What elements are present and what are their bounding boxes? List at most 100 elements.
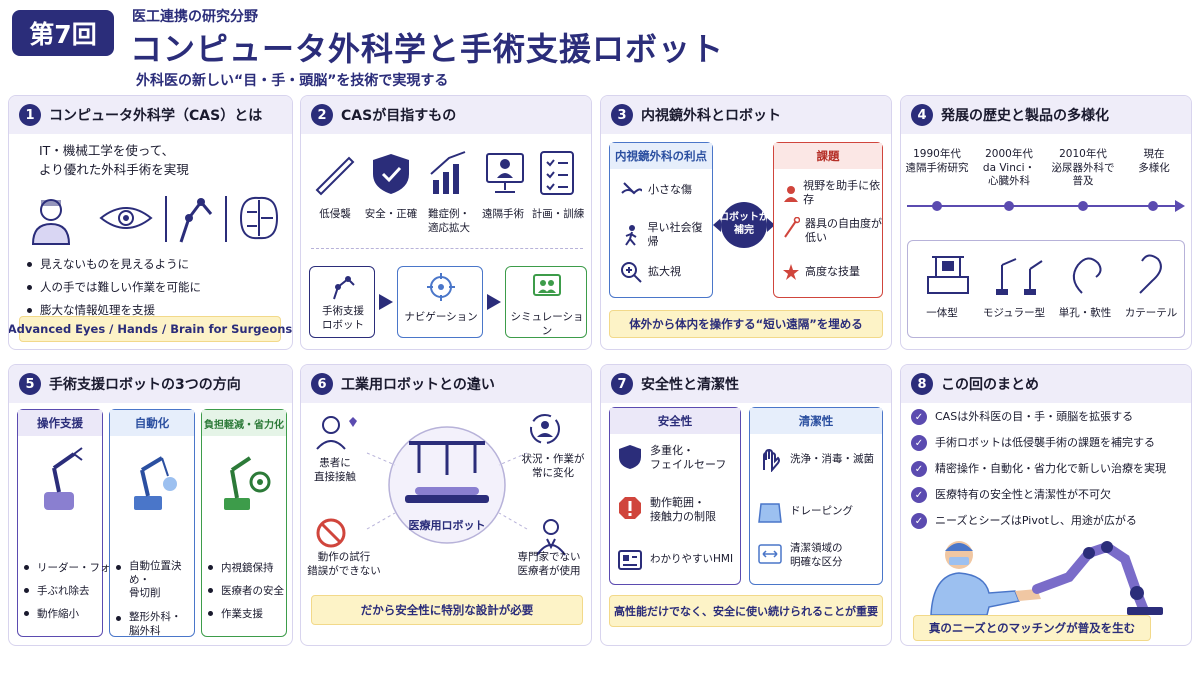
robot-arm-icon: [179, 198, 213, 243]
surgeon-robot-handshake-illustration: [930, 541, 1163, 615]
difference-point: 専門家でない 医療者が使用: [517, 551, 581, 577]
shield-icon: [619, 445, 641, 469]
product-type-label: モジュラー型: [982, 307, 1046, 319]
lecture-badge: 第7回: [12, 10, 114, 56]
section-title: 工業用ロボットとの違い: [341, 377, 495, 393]
product-type-label: 単孔・軟性: [1058, 307, 1112, 319]
direction-item: 自動位置決め・ 骨切削: [116, 560, 196, 601]
direction-item: 内視鏡保持: [208, 560, 284, 575]
target-icon: [427, 273, 455, 301]
catheter-icon: [1139, 254, 1162, 294]
check-icon: ✓: [911, 461, 927, 477]
alert-icon: [619, 497, 641, 519]
glove-icon: [763, 448, 780, 472]
cas-bullet: 人の手では難しい作業を可能に: [27, 279, 201, 295]
direction-operation: 操作支援 リーダー・フォロワー 手ぶれ除去 動作縮小: [17, 409, 142, 637]
timeline-item: 現在 多様化: [1138, 148, 1170, 174]
screen-people-icon: [533, 274, 561, 296]
difference-point: 動作の試行 錯誤ができない: [307, 551, 381, 577]
safety-item: 多重化・ フェイルセーフ: [618, 444, 726, 473]
check-icon: ✓: [911, 487, 927, 503]
advantages-box: 内視鏡外科の利点 小さな傷 早い社会復帰 拡大視: [609, 142, 713, 298]
checklist-icon: [540, 151, 574, 195]
issues-box: 課題 視野を助手に依存 器具の自由度が 低い 高度な技量: [773, 142, 883, 298]
cleanliness-item: 洗浄・消毒・滅菌: [758, 448, 874, 472]
forceps-icon: [784, 217, 800, 238]
drape-icon: [758, 503, 782, 523]
cas-lead-2: より優れた外科手術を実現: [39, 161, 189, 177]
medical-robot-diagram: [316, 414, 566, 556]
direction-item: 作業支援: [208, 606, 284, 621]
section-number: 2: [311, 104, 333, 126]
kicker: 医工連携の研究分野: [132, 9, 258, 25]
robot-complement-label: ロボットが 補完: [719, 212, 769, 236]
issue-item: 視野を助手に依存: [782, 179, 882, 208]
chart-up-icon: [430, 151, 466, 194]
leader-follower-robot-icon: [44, 447, 83, 510]
cas-bullet: 見えないものを見えるように: [27, 256, 201, 272]
cycle-icon: [530, 414, 560, 444]
product-types-box: 一体型 モジュラー型 単孔・軟性 カテーテル: [907, 240, 1185, 338]
goal-label: 計画・訓練: [531, 208, 585, 220]
goal-label: 難症例・ 適応拡大: [428, 208, 470, 234]
summary-banner: 真のニーズとのマッチングが普及を生む: [913, 615, 1151, 641]
goal-label: 安全・正確: [364, 208, 418, 220]
cas-bullet: 膨大な情報処理を支援: [27, 302, 201, 318]
robot-arm-icon: [333, 276, 355, 300]
direction-item: 整形外科・ 脳外科: [116, 611, 196, 638]
difference-point: 状況・作業が 常に変化: [521, 453, 585, 479]
flow-robot: 手術支援 ロボット: [309, 266, 375, 338]
cas-icons: [31, 196, 279, 245]
cleanliness-item: 清潔領域の 明確な区分: [758, 542, 843, 569]
cas-lead-1: IT・機械工学を使って、: [39, 143, 175, 158]
direction-burden-reduction: 負担軽減・省力化 内視鏡保持 医療者の安全 作業支援: [201, 409, 287, 637]
shield-icon: [373, 154, 409, 194]
summary-point: ✓ニーズとシーズはPivotし、用途が広がる: [911, 513, 1137, 529]
goal-label: 低侵襲: [319, 208, 351, 220]
patient-icon: [316, 416, 357, 450]
direction-item: 医療者の安全: [208, 583, 284, 598]
assistant-icon: [784, 186, 798, 203]
magnify-icon: [621, 262, 642, 283]
section-number: 7: [611, 373, 633, 395]
surgeon-icon: [31, 199, 71, 245]
section-title: 発展の歴史と製品の多様化: [941, 108, 1109, 124]
walking-icon: [625, 225, 637, 246]
prohibited-icon: [316, 518, 346, 548]
safety-item: 動作範囲・ 接触力の制限: [618, 496, 716, 525]
arrow-right-icon: [487, 294, 501, 310]
flow-simulation: シミュレーション: [505, 266, 587, 338]
check-icon: ✓: [911, 409, 927, 425]
advantage-item: 小さな傷: [620, 181, 692, 199]
timeline-item: 1990年代 遠隔手術研究: [905, 148, 969, 174]
industrial-banner: だから安全性に特別な設計が必要: [311, 595, 583, 625]
check-icon: ✓: [911, 435, 927, 451]
flow-navigation: ナビゲーション: [397, 266, 483, 338]
summary-point: ✓精密操作・自動化・省力化で新しい治療を実現: [911, 461, 1166, 477]
eye-icon: [99, 207, 153, 229]
section-title: この回のまとめ: [941, 377, 1039, 393]
endoscopic-banner: 体外から体内を操作する“短い遠隔”を埋める: [609, 310, 883, 338]
check-icon: ✓: [911, 513, 927, 529]
zone-arrows-icon: [758, 544, 782, 564]
safety-item: わかりやすいHMI: [618, 548, 733, 572]
robot-complement-icon: [713, 202, 775, 248]
direction-automation: 自動化 自動位置決め・ 骨切削 整形外科・ 脳外科: [109, 409, 195, 637]
endoscope-holder-icon: [224, 456, 271, 510]
advantage-item: 拡大視: [620, 261, 681, 283]
summary-point: ✓手術ロボットは低侵襲手術の課題を補完する: [911, 435, 1155, 451]
safety-box: 安全性 多重化・ フェイルセーフ 動作範囲・ 接触力の制限 わかりやすいHMI: [609, 407, 741, 585]
medical-staff-icon: [536, 519, 566, 556]
timeline-item: 2010年代 泌尿器外科で 普及: [1051, 148, 1115, 188]
direction-item: 手ぶれ除去: [24, 583, 142, 598]
brain-icon: [239, 196, 279, 240]
cas-banner: Advanced Eyes / Hands / Brain for Surgeo…: [9, 316, 292, 342]
section-title: 内視鏡外科とロボット: [641, 108, 781, 124]
